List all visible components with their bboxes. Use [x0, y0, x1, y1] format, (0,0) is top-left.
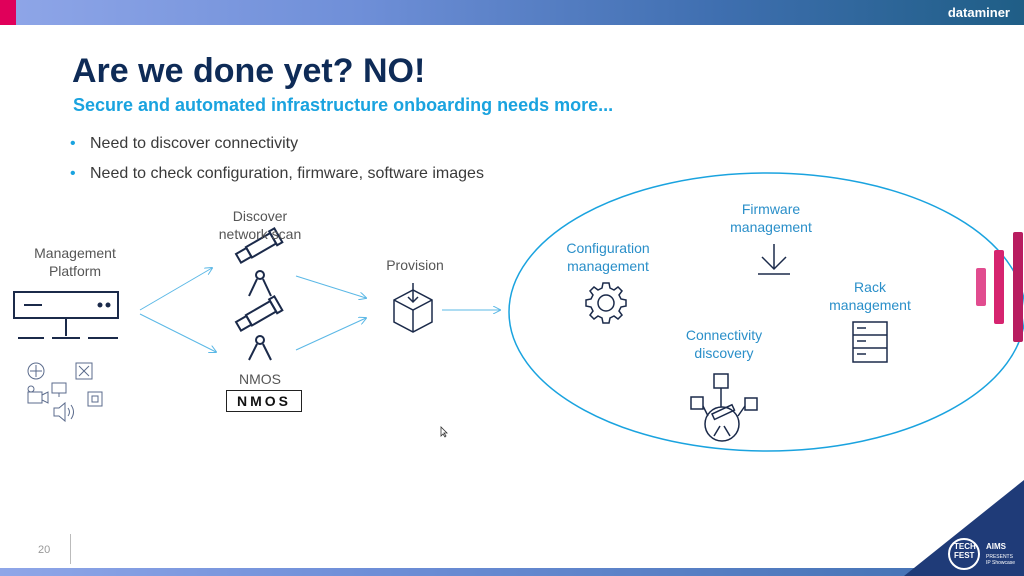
- slide-title: Are we done yet? NO!: [72, 52, 426, 90]
- device-icons: [27, 362, 103, 423]
- download-icon: [758, 244, 790, 275]
- label-rack: Rack management: [829, 279, 911, 313]
- camera-icon: [27, 391, 43, 404]
- nmos-logo: NMOS: [226, 390, 302, 412]
- page-number: 20: [38, 544, 51, 556]
- slide-subtitle: Secure and automated infrastructure onbo…: [73, 95, 614, 115]
- label-management-platform: Management Platform: [34, 245, 116, 279]
- brand-accent-block: [0, 0, 16, 25]
- provision-box-icon: [393, 283, 433, 333]
- rack-icon: [852, 321, 888, 363]
- gear-icon: [585, 282, 627, 324]
- badge-note: PRESENTS IP Showcase: [986, 554, 1016, 566]
- bullet-list: Need to discover connectivity Need to ch…: [70, 132, 484, 192]
- deco-bar: [976, 268, 986, 306]
- bottom-banner: [0, 568, 1024, 576]
- page-separator: [70, 534, 71, 564]
- telescope-icon: [234, 295, 284, 361]
- chip-icon: [87, 391, 103, 407]
- arrow-nmos-to-provision: [295, 318, 366, 351]
- badge-ring-icon: [948, 538, 980, 570]
- deco-bar: [1013, 232, 1023, 342]
- management-ellipse: [508, 172, 1024, 452]
- bullet-item: Need to check configuration, firmware, s…: [70, 162, 484, 192]
- mouse-cursor-icon: [440, 426, 448, 438]
- badge-line2: FEST: [954, 551, 975, 560]
- label-nmos: NMOS: [239, 371, 281, 387]
- brand-logo-text: dataminer: [947, 5, 1010, 20]
- connectivity-icon: [690, 373, 758, 442]
- speaker-icon: [53, 401, 66, 423]
- monitor-icon: [51, 382, 67, 394]
- switch-icon: [75, 362, 93, 380]
- badge-partner: AIMS: [986, 542, 1006, 551]
- label-firmware: Firmware management: [730, 201, 812, 235]
- badge-line1: TECH: [954, 542, 976, 551]
- label-discover: Discover network scan: [218, 208, 302, 242]
- label-connectivity: Connectivity discovery: [685, 327, 763, 361]
- label-configuration: Configuration management: [566, 240, 650, 274]
- router-icon: [27, 362, 45, 380]
- top-banner: dataminer: [0, 0, 1024, 25]
- deco-bar: [994, 250, 1004, 324]
- arrow-platform-to-discover: [139, 268, 212, 311]
- badge-title: TECH FEST: [954, 542, 976, 560]
- arrow-platform-to-nmos: [139, 313, 216, 352]
- telescope-icon: [234, 227, 284, 297]
- label-provision: Provision: [386, 257, 444, 273]
- server-icon: [13, 291, 119, 339]
- flow-arrows: [139, 268, 500, 352]
- bullet-item: Need to discover connectivity: [70, 132, 484, 162]
- badge-shape: [904, 480, 1024, 576]
- arrow-discover-to-provision: [295, 275, 366, 298]
- techfest-badge: TECH FEST AIMS PRESENTS IP Showcase: [904, 480, 1024, 576]
